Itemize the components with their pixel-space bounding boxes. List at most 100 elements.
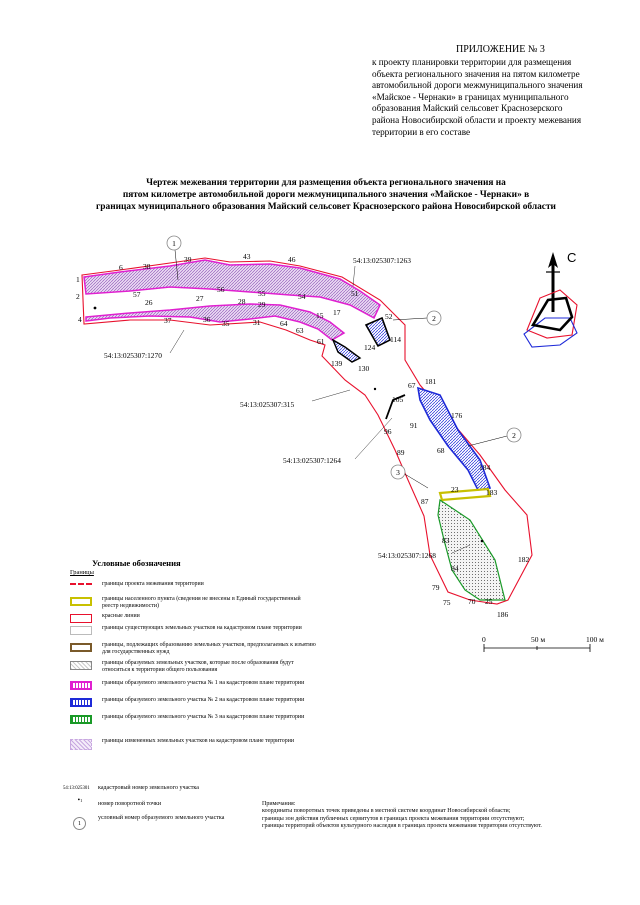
point-label: 55 [258, 289, 266, 298]
parcel-124 [364, 316, 391, 348]
legend-item: границы существующих земельных участков … [68, 625, 318, 645]
point-desc: номер поворотной точки [98, 801, 162, 807]
point-label: 27 [196, 294, 204, 303]
north-label: С [567, 250, 576, 265]
point-label: 91 [410, 421, 418, 430]
drawing-title-line: пятом километре автомобильной дороги меж… [122, 190, 530, 201]
point-label: 70 [468, 597, 476, 606]
appendix-text: к проекту планировки территории для разм… [372, 57, 620, 138]
cadastral-label: 54:13:025307:315 [240, 400, 295, 409]
legend-symbol-project-boundary [70, 583, 92, 585]
parcel-139 [331, 338, 362, 363]
point-labels: 1 2 4 6 38 39 43 46 57 26 27 56 55 54 51… [76, 252, 530, 619]
point-label: 26 [145, 298, 153, 307]
legend-subheading: Границы [70, 569, 94, 576]
appendix-title: ПРИЛОЖЕНИЕ № 3 [456, 44, 545, 55]
turning-point-marker [480, 539, 484, 543]
point-label: 182 [518, 555, 530, 564]
point-label: 67 [408, 381, 416, 390]
notes-line: границы зон действия публичных сервитуто… [262, 815, 525, 822]
point-label: 56 [217, 285, 225, 294]
point-label: 183 [486, 488, 498, 497]
point-label: 186 [497, 610, 509, 619]
svg-text:2: 2 [512, 431, 516, 440]
scale-label: 0 [482, 635, 486, 644]
point-label: 79 [432, 583, 440, 592]
drawing-title-line: границах муниципального образования Майс… [96, 202, 556, 213]
parcel-number-circle: 2 [426, 310, 442, 326]
cadastral-label: 54:13:025307:1264 [283, 456, 341, 465]
north-arrow: С [523, 250, 578, 348]
notes-line: границы территорий объектов культурного … [262, 823, 542, 830]
point-label: 28 [238, 297, 246, 306]
point-label: 87 [421, 497, 429, 506]
point-label: 130 [358, 364, 370, 373]
point-label: 64 [280, 319, 288, 328]
point-label: 51 [351, 289, 359, 298]
cadastral-label: 54:13:025307:1268 [378, 551, 436, 560]
svg-text:2: 2 [432, 314, 436, 323]
point-label: 68 [437, 446, 445, 455]
point-label: 4 [78, 315, 82, 324]
point-label: 124 [364, 343, 376, 352]
point-label: 139 [331, 359, 343, 368]
point-label: 84 [451, 564, 459, 573]
point-label: 2 [76, 292, 80, 301]
legend-heading: Условные обозначения [92, 558, 181, 568]
parcel-number-circle: 2 [506, 427, 522, 443]
circle-desc: условный номер образуемого земельного уч… [98, 815, 225, 821]
point-label: 114 [390, 335, 401, 344]
appendix-line: автомобильной дороги межмуниципального з… [372, 80, 583, 91]
legend-symbol-parcel-1 [70, 681, 92, 690]
legend-symbol-seized-parcels [70, 643, 92, 652]
cadastral-labels: 54:13:025307:1263 54:13:025307:1270 54:1… [104, 256, 471, 560]
point-label: 75 [443, 598, 451, 607]
point-label: 25 [485, 597, 493, 606]
point-label: 57 [133, 290, 141, 299]
point-label: 96 [384, 427, 392, 436]
turning-point-marker [373, 387, 377, 391]
legend-item: границы образуемого земельного участка №… [68, 714, 318, 734]
point-label: 39 [184, 255, 192, 264]
point-label: 54 [298, 292, 306, 301]
scale-bar: 0 50 м 100 м [482, 635, 604, 652]
point-label: 15 [316, 311, 324, 320]
point-label: 1 [76, 275, 80, 284]
appendix-line: объекта регионального значения на пятом … [372, 68, 580, 79]
legend-item: границы образуемых земельных участков, к… [68, 660, 318, 680]
legend-item: границы населенного пункта (сведения не … [68, 596, 318, 616]
point-label: 6 [119, 263, 123, 272]
notes-line: координаты поворотных точек приведены в … [262, 808, 511, 815]
legend-item: границы образуемого земельного участка №… [68, 680, 318, 700]
scale-label: 50 м [531, 635, 545, 644]
legend-symbol-parcel-3 [70, 715, 92, 724]
point-label: 35 [222, 319, 230, 328]
point-label: 52 [385, 312, 393, 321]
notes: Примечания: координаты поворотных точек … [262, 801, 622, 831]
legend-item: границы, подлежащих образованию земельны… [68, 642, 318, 662]
notes-title: Примечания: [262, 801, 296, 807]
parcel-1-upper-strip [83, 259, 381, 320]
legend-symbol-red-lines [70, 614, 92, 623]
legend-symbol-parcel-2 [70, 698, 92, 707]
svg-text:1: 1 [172, 239, 176, 248]
parcel-3 [437, 498, 506, 601]
point-label: 83 [442, 536, 450, 545]
appendix-line: к проекту планировки территории для разм… [372, 57, 572, 67]
svg-text:3: 3 [396, 468, 400, 477]
cadastral-desc: кадастровый номер земельного участка [98, 785, 199, 791]
legend-item: границы проекта межевания территории [68, 581, 318, 601]
legend-item: красные линии [68, 613, 318, 633]
legend-item: границы измененных земельных участков на… [68, 738, 318, 758]
point-label: 184 [479, 463, 491, 472]
cadastral-sample: 54:13:025301 [63, 786, 90, 791]
point-label: 63 [296, 326, 304, 335]
point-sample: •1 [77, 796, 83, 804]
parcel-2 [416, 386, 492, 491]
legend-symbol-changed-parcels [70, 739, 92, 750]
project-boundary [81, 257, 533, 605]
drawing-title: Чертеж межевания территории для размещен… [40, 177, 612, 214]
point-label: 37 [164, 316, 172, 325]
settlement-boundary [438, 487, 492, 502]
